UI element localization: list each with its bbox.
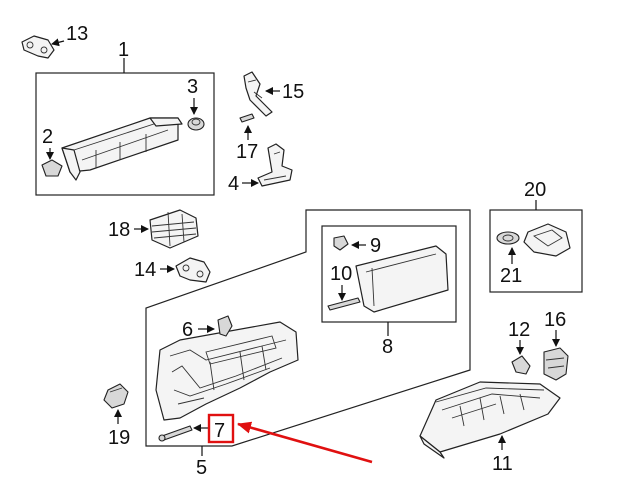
storage-tray-part <box>61 117 183 181</box>
leader-13 <box>51 38 65 47</box>
callout-5: 5 <box>196 457 207 479</box>
callout-21: 21 <box>500 265 522 287</box>
callout-20: 20 <box>524 179 546 201</box>
glove-box-part-11 <box>419 381 561 459</box>
switch-part-16 <box>543 347 569 381</box>
callout-7: 7 <box>214 420 225 442</box>
callout-16: 16 <box>544 309 566 331</box>
latch-rod-part-15 <box>243 71 273 117</box>
hinge-part-14 <box>175 257 211 283</box>
door-panel-part <box>355 245 449 313</box>
bumper-stop-part-19 <box>103 383 129 409</box>
bumper-part-3 <box>187 117 205 131</box>
callout-14: 14 <box>134 259 156 281</box>
callout-13: 13 <box>66 23 88 45</box>
callout-4: 4 <box>228 173 239 195</box>
callout-10: 10 <box>330 263 352 285</box>
callout-2: 2 <box>42 126 53 148</box>
callout-3: 3 <box>187 76 198 98</box>
latch-bracket-part-4 <box>257 143 293 187</box>
clip-part-2 <box>41 159 63 177</box>
bulb-part-12 <box>511 355 531 375</box>
screw-part-7 <box>158 425 193 442</box>
callout-1: 1 <box>118 39 129 61</box>
damper-part-18 <box>149 209 199 249</box>
callout-8: 8 <box>382 336 393 358</box>
pin-part-17 <box>239 113 255 123</box>
rod-part-10 <box>327 297 361 311</box>
lens-part-21 <box>496 231 520 245</box>
callout-15: 15 <box>282 81 304 103</box>
hinge-bracket-part-13 <box>21 35 55 59</box>
clip-part-6 <box>217 315 233 337</box>
clip-part-9 <box>333 235 349 251</box>
callout-19: 19 <box>108 427 130 449</box>
callout-17: 17 <box>236 141 258 163</box>
callout-6: 6 <box>182 319 193 341</box>
callout-11: 11 <box>492 453 513 475</box>
callout-18: 18 <box>108 219 130 241</box>
highlight-arrow <box>237 421 373 464</box>
lamp-housing-part <box>523 223 571 257</box>
callout-7-highlight-box <box>207 413 235 444</box>
callout-9: 9 <box>370 235 381 257</box>
callout-12: 12 <box>508 319 530 341</box>
glove-box-frame-part <box>155 321 299 421</box>
